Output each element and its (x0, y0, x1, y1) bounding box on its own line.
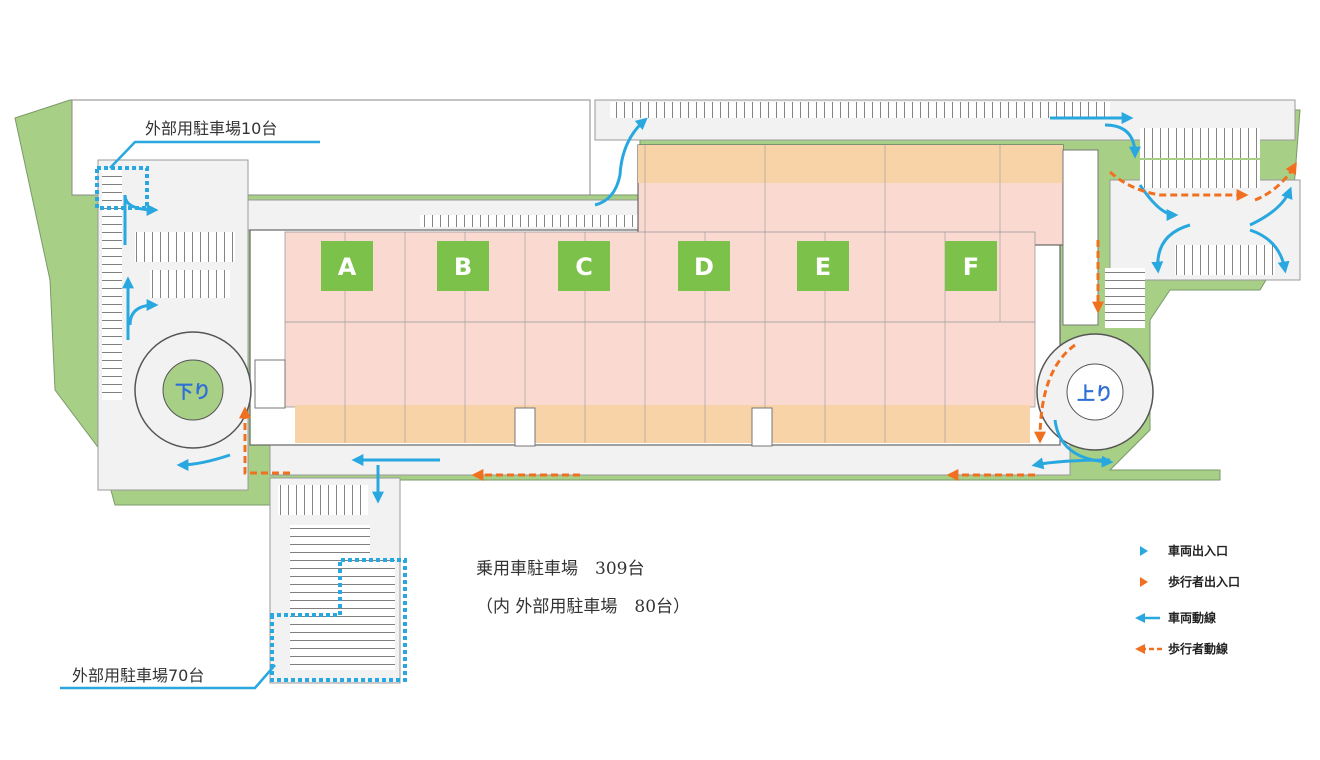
vehicle-routes (122, 112, 1293, 504)
external-parking-capacity: （内 外部用駐車場 80台） (476, 597, 690, 617)
parking-stalls (102, 102, 1275, 670)
zone-a-label: A (338, 253, 357, 281)
zone-d-box (678, 241, 730, 291)
zone-e-box (797, 241, 849, 291)
zone-f-box (945, 241, 997, 291)
ramp-down (134, 331, 252, 449)
ramp-up (1036, 333, 1154, 451)
ramp-up-label: 上り (1077, 384, 1113, 405)
zone-b-box (437, 241, 489, 291)
zone-c-label: C (575, 253, 593, 281)
zone-f-label: F (963, 253, 979, 281)
legend-pedestrian-route: 歩行者動線 (1168, 641, 1228, 656)
vehicle-entrance-icon (1140, 546, 1148, 556)
parking-capacity: 乗用車駐車場 309台 (476, 559, 644, 579)
legend-pedestrian-entrance: 歩行者出入口 (1168, 574, 1240, 589)
zone-d-label: D (694, 253, 714, 281)
callout-lines (60, 140, 320, 690)
pedestrian-routes (239, 161, 1297, 481)
pedestrian-entrance-icon (1140, 577, 1148, 587)
zone-e-label: E (815, 253, 831, 281)
legend-vehicle-route: 車両動線 (1168, 610, 1216, 625)
callout-bottom-left: 外部用駐車場70台 (72, 666, 204, 685)
legend-vehicle-entrance: 車両出入口 (1168, 543, 1228, 558)
zone-b-label: B (454, 253, 472, 281)
legend: 車両出入口 歩行者出入口 車両動線 歩行者動線 (1135, 543, 1240, 656)
external-parking-areas (95, 166, 407, 682)
zone-a-box (321, 241, 373, 291)
zone-labels: A B C D E F (321, 241, 997, 291)
warehouse-building (249, 144, 1099, 447)
zone-c-box (558, 241, 610, 291)
ramp-down-label: 下り (175, 382, 211, 403)
callout-top-left: 外部用駐車場10台 (145, 119, 277, 138)
